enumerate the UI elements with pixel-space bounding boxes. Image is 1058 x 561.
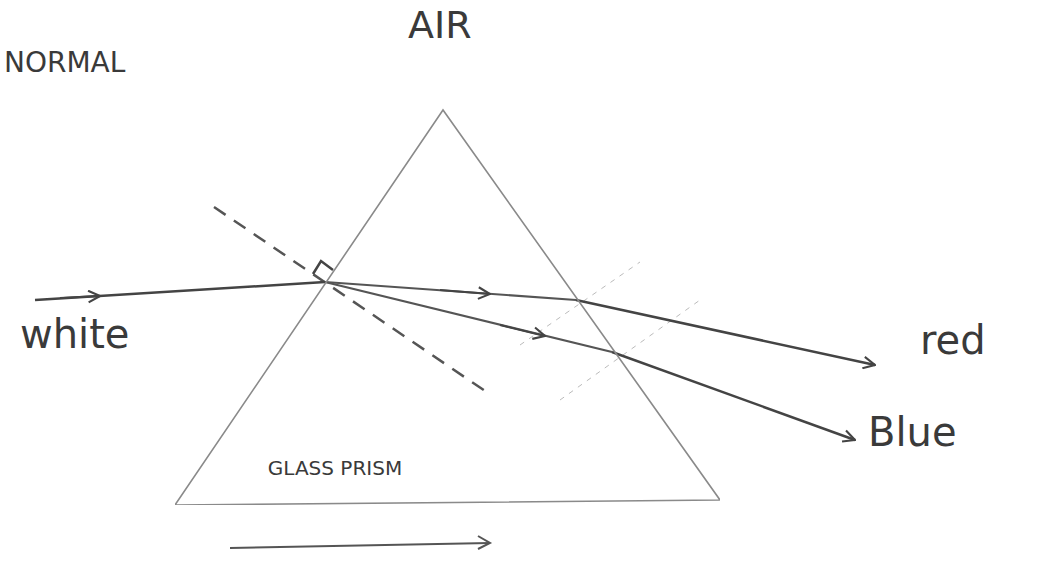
light-ray	[325, 282, 612, 352]
ray-label: red	[920, 318, 986, 362]
prism-outline	[175, 105, 720, 505]
underline-stroke	[230, 543, 490, 548]
ray-label: Blue	[868, 410, 957, 454]
light-ray	[35, 282, 325, 300]
right-angle-mark	[313, 261, 333, 274]
underline-stroke	[478, 536, 490, 549]
normal-line	[560, 300, 700, 400]
ray-arrow	[440, 290, 490, 294]
normal-label: NORMAL	[4, 48, 125, 79]
ray-arrow	[500, 325, 545, 336]
normal-line	[214, 207, 491, 395]
light-ray	[612, 352, 855, 440]
prism-shape: GLASS PRISM	[175, 105, 720, 505]
prism-label: GLASS PRISM	[268, 457, 402, 479]
prism-outline	[175, 110, 720, 505]
ray-label: white	[20, 312, 129, 356]
ray-arrow	[60, 296, 100, 298]
medium-label: AIR	[408, 5, 472, 47]
